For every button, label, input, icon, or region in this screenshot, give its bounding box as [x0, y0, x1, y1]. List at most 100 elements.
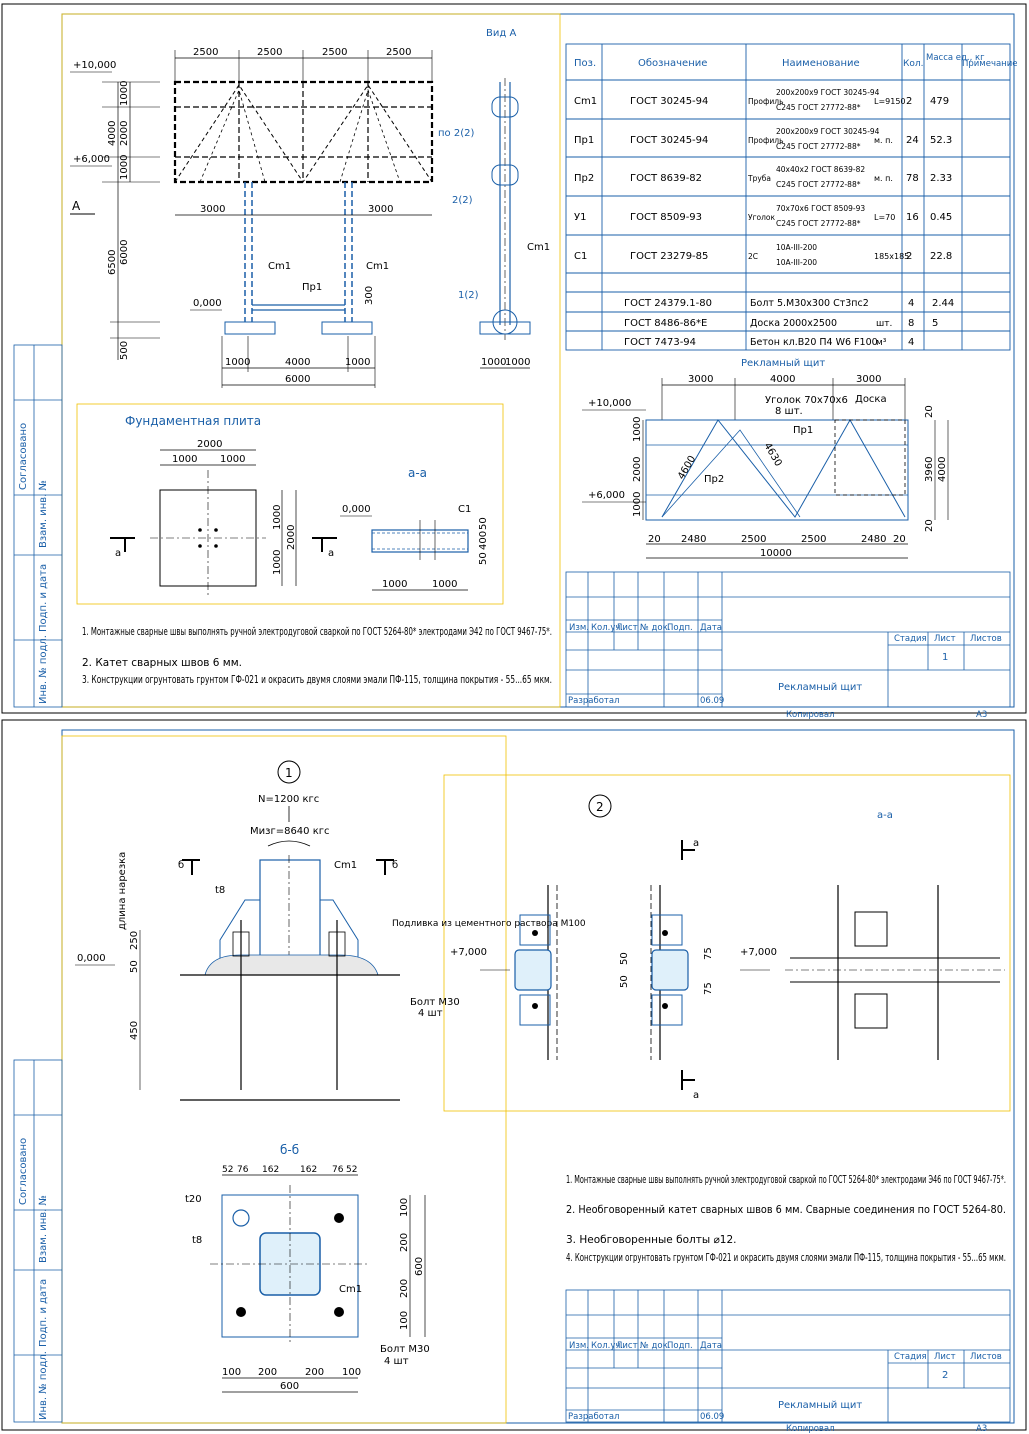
side-view: по 2(2) 2(2) 1(2) Cm1 1000 1000: [438, 78, 550, 369]
spec2-mass: 5: [932, 318, 938, 329]
tb1-title: Рекламный щит: [778, 682, 862, 693]
spec-mass: 0.45: [930, 212, 952, 223]
note1-3: 3. Конструкции огрунтовать грунтом ГФ-02…: [82, 674, 552, 686]
tb1-sheet-num: 1: [942, 652, 948, 663]
stamp-agreed: Согласовано: [18, 423, 29, 490]
dim-bot-total: 6000: [285, 374, 310, 385]
spec-name1: 70х70х6 ГОСТ 8509-93: [776, 204, 865, 213]
node1-marker: 1: [285, 766, 293, 780]
node1-dim-250: 250: [129, 931, 140, 950]
tb-header-5: Дата: [700, 1341, 722, 1351]
shield-bdim-5: 2480: [861, 534, 886, 545]
spec-prefix: Труба: [747, 174, 771, 183]
tb1-dev: Разработал: [568, 696, 620, 706]
shield-vdim-7: 20: [924, 519, 935, 532]
node2-section: а-а: [877, 810, 893, 821]
bb-right-2: 200: [399, 1233, 410, 1252]
node1-bolt: Болт М30: [410, 997, 460, 1008]
node1-dim-450: 450: [129, 1021, 140, 1040]
dim-bot-1: 1000: [225, 357, 250, 368]
stamp-inv-orig: Инв. № подл.: [38, 635, 49, 704]
bb-bot-3: 200: [305, 1367, 324, 1378]
bb-top-4: 162: [300, 1165, 317, 1175]
shield-pr2: Пр2: [704, 474, 724, 485]
spec-name1: 200х200х9 ГОСТ 30245-94: [776, 88, 880, 97]
tb1-date: 06.09: [700, 696, 724, 706]
label-cm1-right: Cm1: [366, 261, 389, 272]
found-dim-6: 2000: [286, 525, 297, 550]
bb-t8: t8: [192, 1235, 202, 1246]
spec-qty: 2: [906, 96, 912, 107]
view-title: Вид А: [486, 28, 516, 39]
vdim-6: 6500: [107, 250, 118, 275]
spec-pos: Пр2: [574, 173, 594, 184]
spec-extra: м. п.: [874, 174, 893, 183]
spec-extra: L=70: [874, 213, 895, 222]
spec2-qty: 4: [908, 337, 914, 348]
shield-pr1: Пр1: [793, 425, 813, 436]
stamp2-agreed: Согласовано: [18, 1138, 29, 1205]
spec-qty: 24: [906, 135, 919, 146]
spec-mass: 2.33: [930, 173, 952, 184]
node1-m: Мизг=8640 кгс: [250, 826, 330, 837]
node2-level: +7,000: [450, 947, 487, 958]
spec-name2: 10А-III-200: [776, 258, 817, 267]
node2-marker: 2: [596, 800, 604, 814]
level-10: +10,000: [73, 60, 116, 71]
spec-h-code: Обозначение: [638, 58, 707, 69]
shield-vdim-2: 2000: [632, 457, 643, 482]
bb-bolt: Болт М30: [380, 1344, 430, 1355]
spec2-unit: м³: [876, 338, 887, 348]
spec-h-qty: Кол.: [903, 59, 924, 69]
notes-1: 1. Монтажные сварные швы выполнять ручно…: [82, 626, 552, 686]
stamp2-inv-replace: Взам. инв. №: [38, 1195, 49, 1263]
tb-header-5: Дата: [700, 623, 722, 633]
spec-code: ГОСТ 30245-94: [630, 96, 708, 107]
spec-h-name: Наименование: [782, 58, 860, 69]
level-6: +6,000: [73, 154, 110, 165]
side-label-1: по 2(2): [438, 128, 474, 139]
foundation-plate: Фундаментная плита 2000 1000 1000 1000 1…: [76, 403, 504, 605]
bb-title: б-б: [280, 1143, 299, 1157]
bb-cm1: Cm1: [339, 1284, 362, 1295]
shield-angle-qty: 8 шт.: [775, 406, 803, 417]
spec-mass: 52.3: [930, 135, 952, 146]
shield-bdim-4: 2500: [801, 534, 826, 545]
found-title: Фундаментная плита: [125, 414, 261, 428]
bb-top-5: 76: [332, 1165, 344, 1175]
spec-code: ГОСТ 23279-85: [630, 251, 708, 262]
tb1-sheets-h: Листов: [970, 634, 1002, 644]
node1-t8: t8: [215, 885, 225, 896]
found-cut-left: а: [115, 548, 121, 559]
note2-2: 2. Необговоренный катет сварных швов 6 м…: [566, 1204, 1006, 1216]
spec2-code: ГОСТ 7473-94: [624, 337, 696, 348]
vdim-5: 6000: [119, 240, 130, 265]
spec2-qty: 8: [908, 318, 914, 329]
found-dim-3: 1000: [220, 454, 245, 465]
section-c1: С1: [458, 504, 471, 515]
main-elevation: Вид А 2500 2500 2500 2500: [70, 28, 516, 388]
spec-table: Поз. Обозначение Наименование Кол. Масса…: [565, 43, 1018, 351]
shield-vdim-5: 4000: [937, 457, 948, 482]
node1-grout: Подливка из цементного раствора М100: [392, 919, 586, 929]
sheet-1: Согласовано Взам. инв. № Подп. и дата Ин…: [1, 3, 1027, 720]
section-d1: 50: [478, 517, 489, 530]
spec-qty: 16: [906, 212, 919, 223]
bb-top-2: 76: [237, 1165, 249, 1175]
spec-name1: 200х200х9 ГОСТ 30245-94: [776, 127, 880, 136]
dim-top-3: 2500: [322, 47, 347, 58]
tb2-copy: Копировал: [786, 1424, 835, 1434]
bb-bolt-qty: 4 шт: [384, 1356, 409, 1367]
dim-mid-1: 3000: [200, 204, 225, 215]
note2-1: 1. Монтажные сварные швы выполнять ручно…: [566, 1174, 1006, 1186]
bb-bot-1: 100: [222, 1367, 241, 1378]
found-dim-5: 1000: [272, 550, 283, 575]
tb2-sheets-h: Листов: [970, 1352, 1002, 1362]
shield-level-10: +10,000: [588, 398, 631, 409]
section-dim-2: 1000: [432, 579, 457, 590]
tb2-date: 06.09: [700, 1412, 724, 1422]
dim-top-1: 2500: [193, 47, 218, 58]
spec-h-mass: Масса ед., кг: [926, 53, 985, 63]
spec2-name: Бетон кл.В20 П4 W6 F100: [750, 337, 878, 348]
